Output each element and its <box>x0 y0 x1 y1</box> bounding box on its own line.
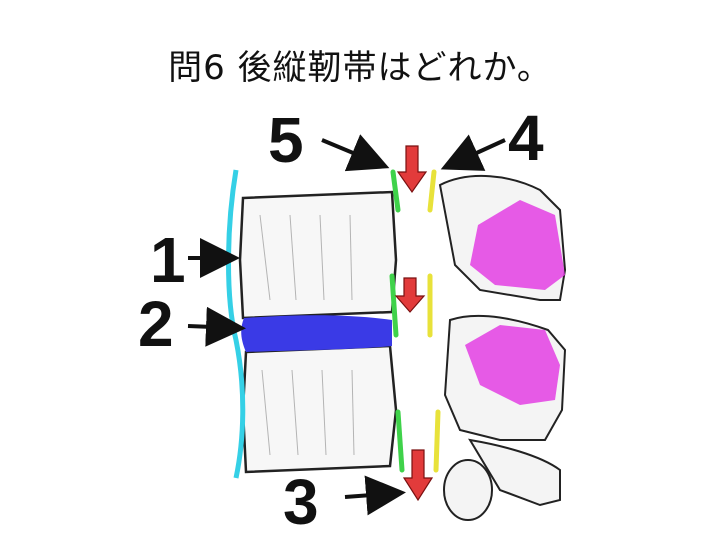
intervertebral-disc <box>241 315 392 352</box>
anterior-longitudinal-ligament <box>226 169 246 479</box>
interspinous-region-upper <box>470 200 565 290</box>
label-1: 1 <box>150 224 186 296</box>
interspinous-region-lower <box>465 325 560 405</box>
label-2: 2 <box>138 288 174 360</box>
vertebral-bodies <box>238 190 398 474</box>
question-title: 問6 後縦靭帯はどれか。 <box>168 48 552 88</box>
canal-ligaments <box>389 169 441 473</box>
label-5: 5 <box>268 104 304 176</box>
pointer-arrows <box>187 134 506 516</box>
label-4: 4 <box>508 102 544 174</box>
label-3: 3 <box>283 466 319 538</box>
canal-arrows <box>394 145 434 502</box>
